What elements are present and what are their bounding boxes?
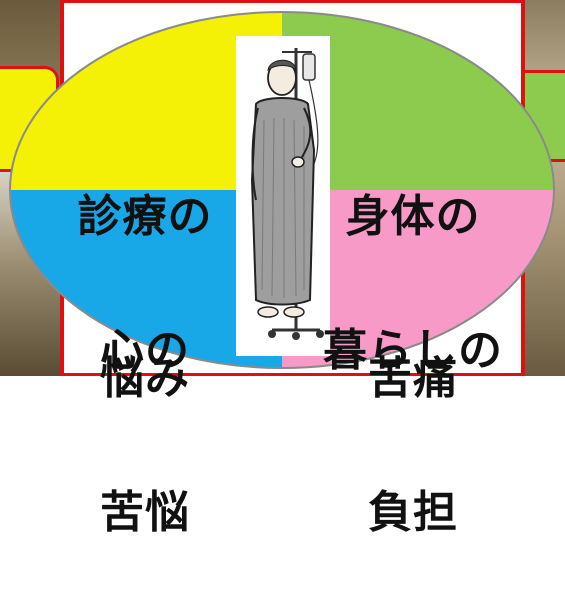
frame-top xyxy=(60,0,525,3)
label-physical-pain-line1: 身体の xyxy=(345,191,481,242)
label-mental-distress-line1: 心の xyxy=(100,325,190,376)
label-mental-distress-line2: 苦悩 xyxy=(100,487,190,538)
pain-quadrant-diagram xyxy=(9,11,555,369)
patient-figure xyxy=(236,36,330,356)
label-living-burden-line2: 負担 xyxy=(368,487,458,538)
frame-bottom xyxy=(60,373,525,376)
label-medical-worries-line1: 診療の xyxy=(77,191,213,242)
label-mental-distress: 心の 苦悩 xyxy=(70,216,220,594)
label-living-burden: 暮らしの 負担 xyxy=(318,216,508,594)
label-living-burden-line1: 暮らしの xyxy=(323,325,503,376)
ellipse-outline xyxy=(9,11,555,369)
